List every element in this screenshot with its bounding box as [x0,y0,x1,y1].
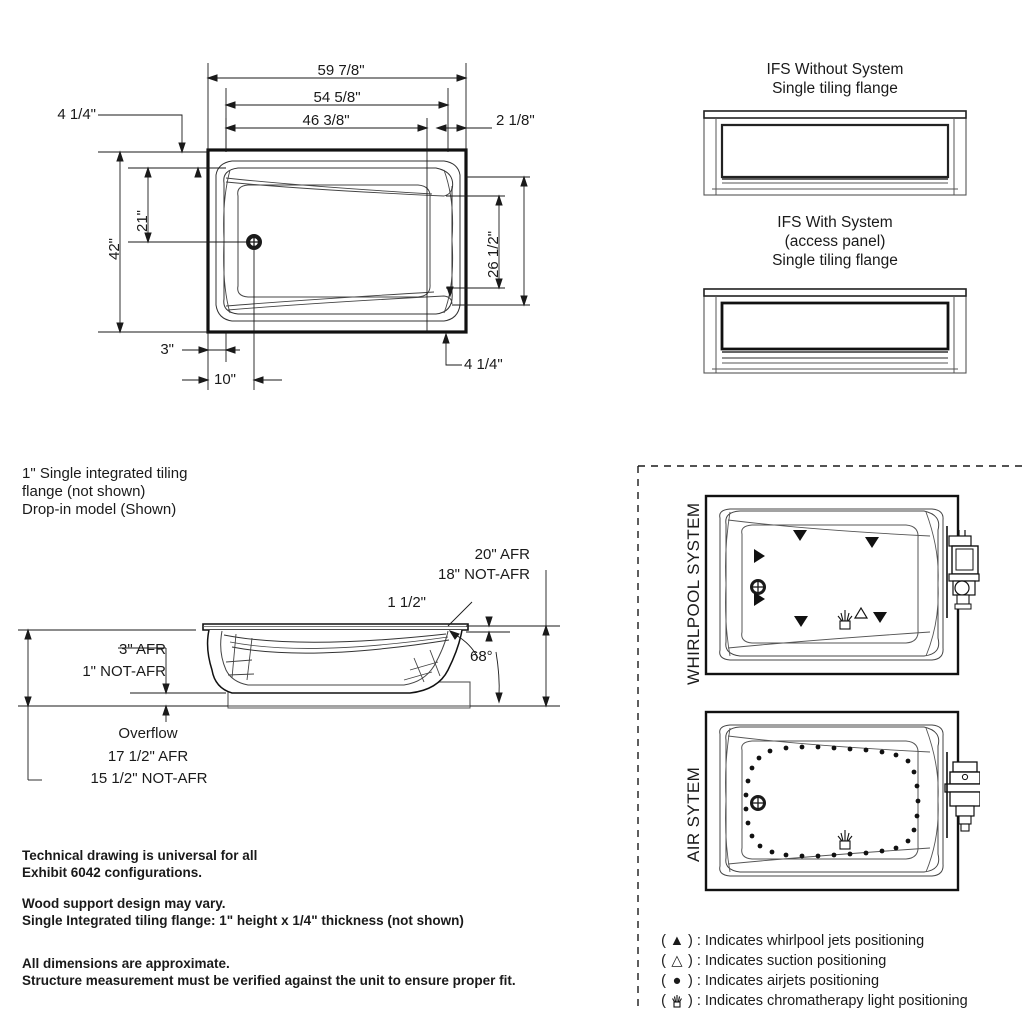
chromatherapy-light-icon [666,992,688,1011]
dim-height-afr: 20" AFR [474,546,530,563]
legend-text-3: Indicates chromatherapy light positionin… [704,993,968,1009]
dim-base-afr: 3" AFR [118,641,166,658]
note-line3: Wood support design may vary. [22,896,226,911]
section-note-line3: Drop-in model (Shown) [22,501,177,518]
dim-drain-left-edge: 3" [160,341,174,358]
legend-open-paren-3: ( [661,993,666,1009]
ifs-without-system-title-line1: IFS Without System [766,61,904,78]
dim-right-offset: 2 1/8" [496,112,535,129]
ifs-with-system-title-line1: IFS With System [777,214,893,231]
legend-item-airjets: ( ●) : Indicates airjets positioning [645,953,879,1010]
suction-marker [853,606,869,619]
legend-text-0: Indicates whirlpool jets positioning [704,933,925,949]
legend-close-paren-1: ) [687,953,693,969]
legend-text-1: Indicates suction positioning [704,953,887,969]
air-system-drawing [700,706,980,896]
ifs-with-system-title-line3: Single tiling flange [772,252,898,269]
open-triangle-icon: △ [671,953,683,969]
dim-inner-depth-right: 26 1/2" [485,230,502,278]
dim-height-not-afr: 18" NOT-AFR [437,566,530,583]
legend-sep-1: : [696,953,701,969]
ifs-with-system-title-line2: (access panel) [784,233,886,250]
dim-overflow-not-afr: 15 1/2" NOT-AFR [90,770,208,787]
chromatherapy-light-marker [837,830,853,850]
legend-sep-0: : [696,933,701,949]
dim-top-offset: 4 1/4" [57,106,96,123]
drain-symbol [750,795,766,811]
ifs-without-system-title-line2: Single tiling flange [772,80,898,97]
dim-flange-width: 54 5/8" [313,89,361,106]
note-line6: Structure measurement must be verified a… [22,973,516,988]
dim-overall-width: 59 7/8" [317,62,365,79]
whirlpool-pump-assembly [948,530,980,610]
note-line1: Technical drawing is universal for all [22,848,258,863]
note-line4: Single Integrated tiling flange: 1" heig… [22,913,464,928]
whirlpool-jet-markers [754,530,887,627]
legend-text-2: Indicates airjets positioning [704,973,880,989]
note-line2: Exhibit 6042 configurations. [22,865,203,880]
dim-angle: 68° [470,648,493,665]
note-line5: All dimensions are approximate. [22,956,230,971]
chromatherapy-light-marker [837,610,853,630]
legend-open-paren-1: ( [661,953,666,969]
dim-base-not-afr: 1" NOT-AFR [82,663,166,680]
filled-circle-icon: ● [672,973,682,989]
dim-overall-depth: 42" [106,237,123,260]
dim-overflow-label: Overflow [118,725,178,742]
legend-close-paren-2: ) [687,973,693,989]
airjet-markers [743,744,921,859]
ifs-with-system-drawing [700,283,970,378]
dim-rim-thickness: 1 1/2" [387,594,426,611]
dim-drain-inner: 10" [214,371,237,388]
legend-open-paren-0: ( [661,933,666,949]
legend-sep-3: : [696,993,701,1009]
legend-item-suction: ( △) : Indicates suction positioning [645,933,886,990]
legend-item-whirlpool-jets: (▲) : Indicates whirlpool jets positioni… [645,913,924,970]
legend-item-chromatherapy: () : Indicates chromatherapy light posit… [645,973,968,1030]
top-view-drawing [0,0,600,420]
section-note-line1: 1" Single integrated tiling [22,465,188,482]
dim-overflow-afr: 17 1/2" AFR [107,748,189,765]
section-note-line2: flange (not shown) [22,483,146,500]
ifs-without-system-drawing [700,105,970,200]
drain-symbol [750,579,766,595]
legend-close-paren-0: ) [687,933,693,949]
section-view-drawing [0,530,600,820]
dim-inner-depth-left: 21" [134,209,151,232]
filled-triangle-icon: ▲ [669,933,685,949]
whirlpool-system-drawing [700,490,980,680]
legend-close-paren-3: ) [687,993,693,1009]
legend-sep-2: : [696,973,701,989]
legend-open-paren-2: ( [661,973,666,989]
air-blower-assembly [944,761,980,832]
dim-inner-width: 46 3/8" [302,112,350,129]
dim-bottom-offset: 4 1/4" [464,356,503,373]
